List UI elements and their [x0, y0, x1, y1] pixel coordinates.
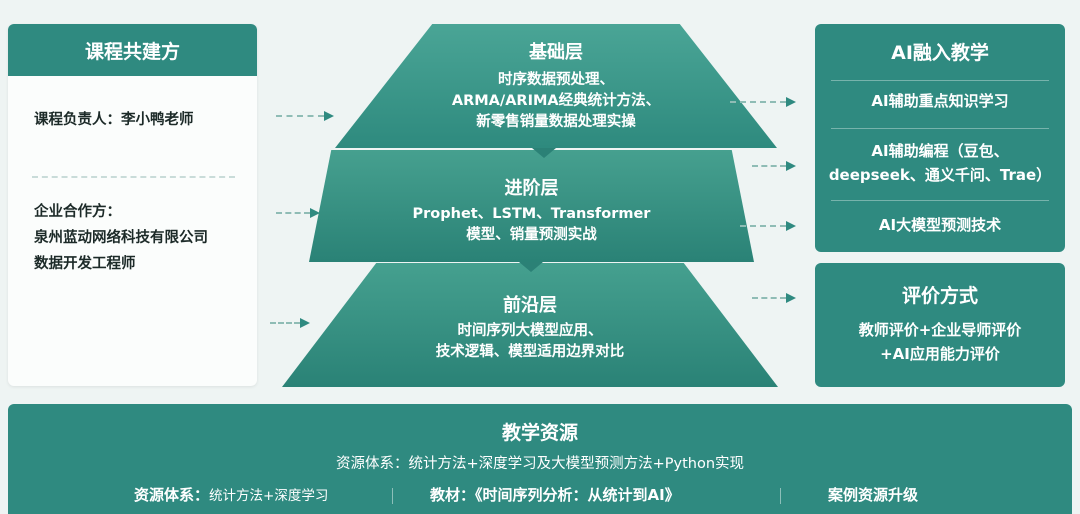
resources-subtitle: 资源体系：统计方法+深度学习及大模型预测方法+Python实现 [335, 456, 745, 472]
resources-col-system-label: 资源体系： [134, 486, 210, 504]
ai-item: AI辅助编程（豆包、 [871, 142, 1009, 160]
arrow-right-icon [270, 318, 310, 328]
arrow-right-icon [276, 208, 320, 218]
ai-teaching-title: AI融入教学 [891, 42, 989, 64]
course-lead: 课程负责人：李小鸭老师 [34, 112, 194, 128]
ai-item: AI辅助重点知识学习 [871, 92, 1009, 110]
panel-divider [831, 80, 1049, 81]
arrow-right-icon [730, 97, 796, 107]
evaluation-panel: 评价方式 教师评价+企业导师评价 +AI应用能力评价 [815, 263, 1065, 387]
layer-line: Prophet、LSTM、Transformer [412, 206, 651, 222]
arrow-right-icon [752, 293, 796, 303]
layer-line: 技术逻辑、模型适用边界对比 [435, 344, 625, 360]
layer-line: ARMA/ARIMA经典统计方法、 [451, 93, 661, 109]
left-divider [32, 176, 235, 178]
resources-col-textbook: 教材：《时间序列分析：从统计到AI》 [430, 486, 680, 504]
layer-title: 前沿层 [503, 295, 557, 316]
pyramid-layer-basic: 基础层 时序数据预处理、 ARMA/ARIMA经典统计方法、 新零售销量数据处理… [335, 24, 777, 148]
resources-col-system: 资源体系：统计方法+深度学习 [134, 484, 328, 505]
pyramid-layer-advanced: 进阶层 Prophet、LSTM、Transformer 模型、销量预测实战 [309, 150, 754, 262]
evaluation-line: 教师评价+企业导师评价 [858, 321, 1022, 339]
panel-divider [831, 128, 1049, 129]
evaluation-line: +AI应用能力评价 [880, 345, 1000, 363]
layer-connector-notch [532, 148, 556, 158]
column-separator [780, 488, 781, 504]
pyramid-layer-frontier: 前沿层 时间序列大模型应用、 技术逻辑、模型适用边界对比 [282, 263, 778, 387]
arrow-right-icon [752, 161, 796, 171]
resources-col-system-value: 统计方法+深度学习 [209, 488, 329, 504]
layer-title: 进阶层 [504, 178, 559, 199]
layer-line: 时间序列大模型应用、 [457, 323, 603, 339]
course-partners-panel: 课程共建方 课程负责人：李小鸭老师 企业合作方： 泉州蓝动网络科技有限公司 数据… [8, 24, 257, 386]
column-separator [392, 488, 393, 504]
layer-line: 时序数据预处理、 [498, 72, 614, 88]
resources-col-cases: 案例资源升级 [828, 486, 919, 504]
course-partners-title: 课程共建方 [8, 24, 257, 76]
resources-title: 教学资源 [501, 422, 578, 444]
arrow-right-icon [276, 111, 334, 121]
layer-line: 新零售销量数据处理实操 [476, 114, 636, 130]
layer-connector-notch [519, 262, 543, 272]
layer-line: 模型、销量预测实战 [466, 227, 597, 243]
ai-item: deepseek、通义千问、Trae） [828, 166, 1052, 184]
arrow-right-icon [740, 221, 796, 231]
ai-teaching-panel: AI融入教学 AI辅助重点知识学习 AI辅助编程（豆包、 deepseek、通义… [815, 24, 1065, 252]
partner-role: 数据开发工程师 [34, 256, 136, 272]
panel-divider [831, 200, 1049, 201]
partner-company: 泉州蓝动网络科技有限公司 [34, 230, 208, 246]
layer-title: 基础层 [529, 42, 583, 63]
partner-label: 企业合作方： [34, 204, 121, 220]
evaluation-title: 评价方式 [901, 285, 978, 307]
teaching-resources-panel: 教学资源 资源体系：统计方法+深度学习及大模型预测方法+Python实现 资源体… [8, 404, 1072, 514]
ai-item: AI大模型预测技术 [878, 216, 1002, 234]
